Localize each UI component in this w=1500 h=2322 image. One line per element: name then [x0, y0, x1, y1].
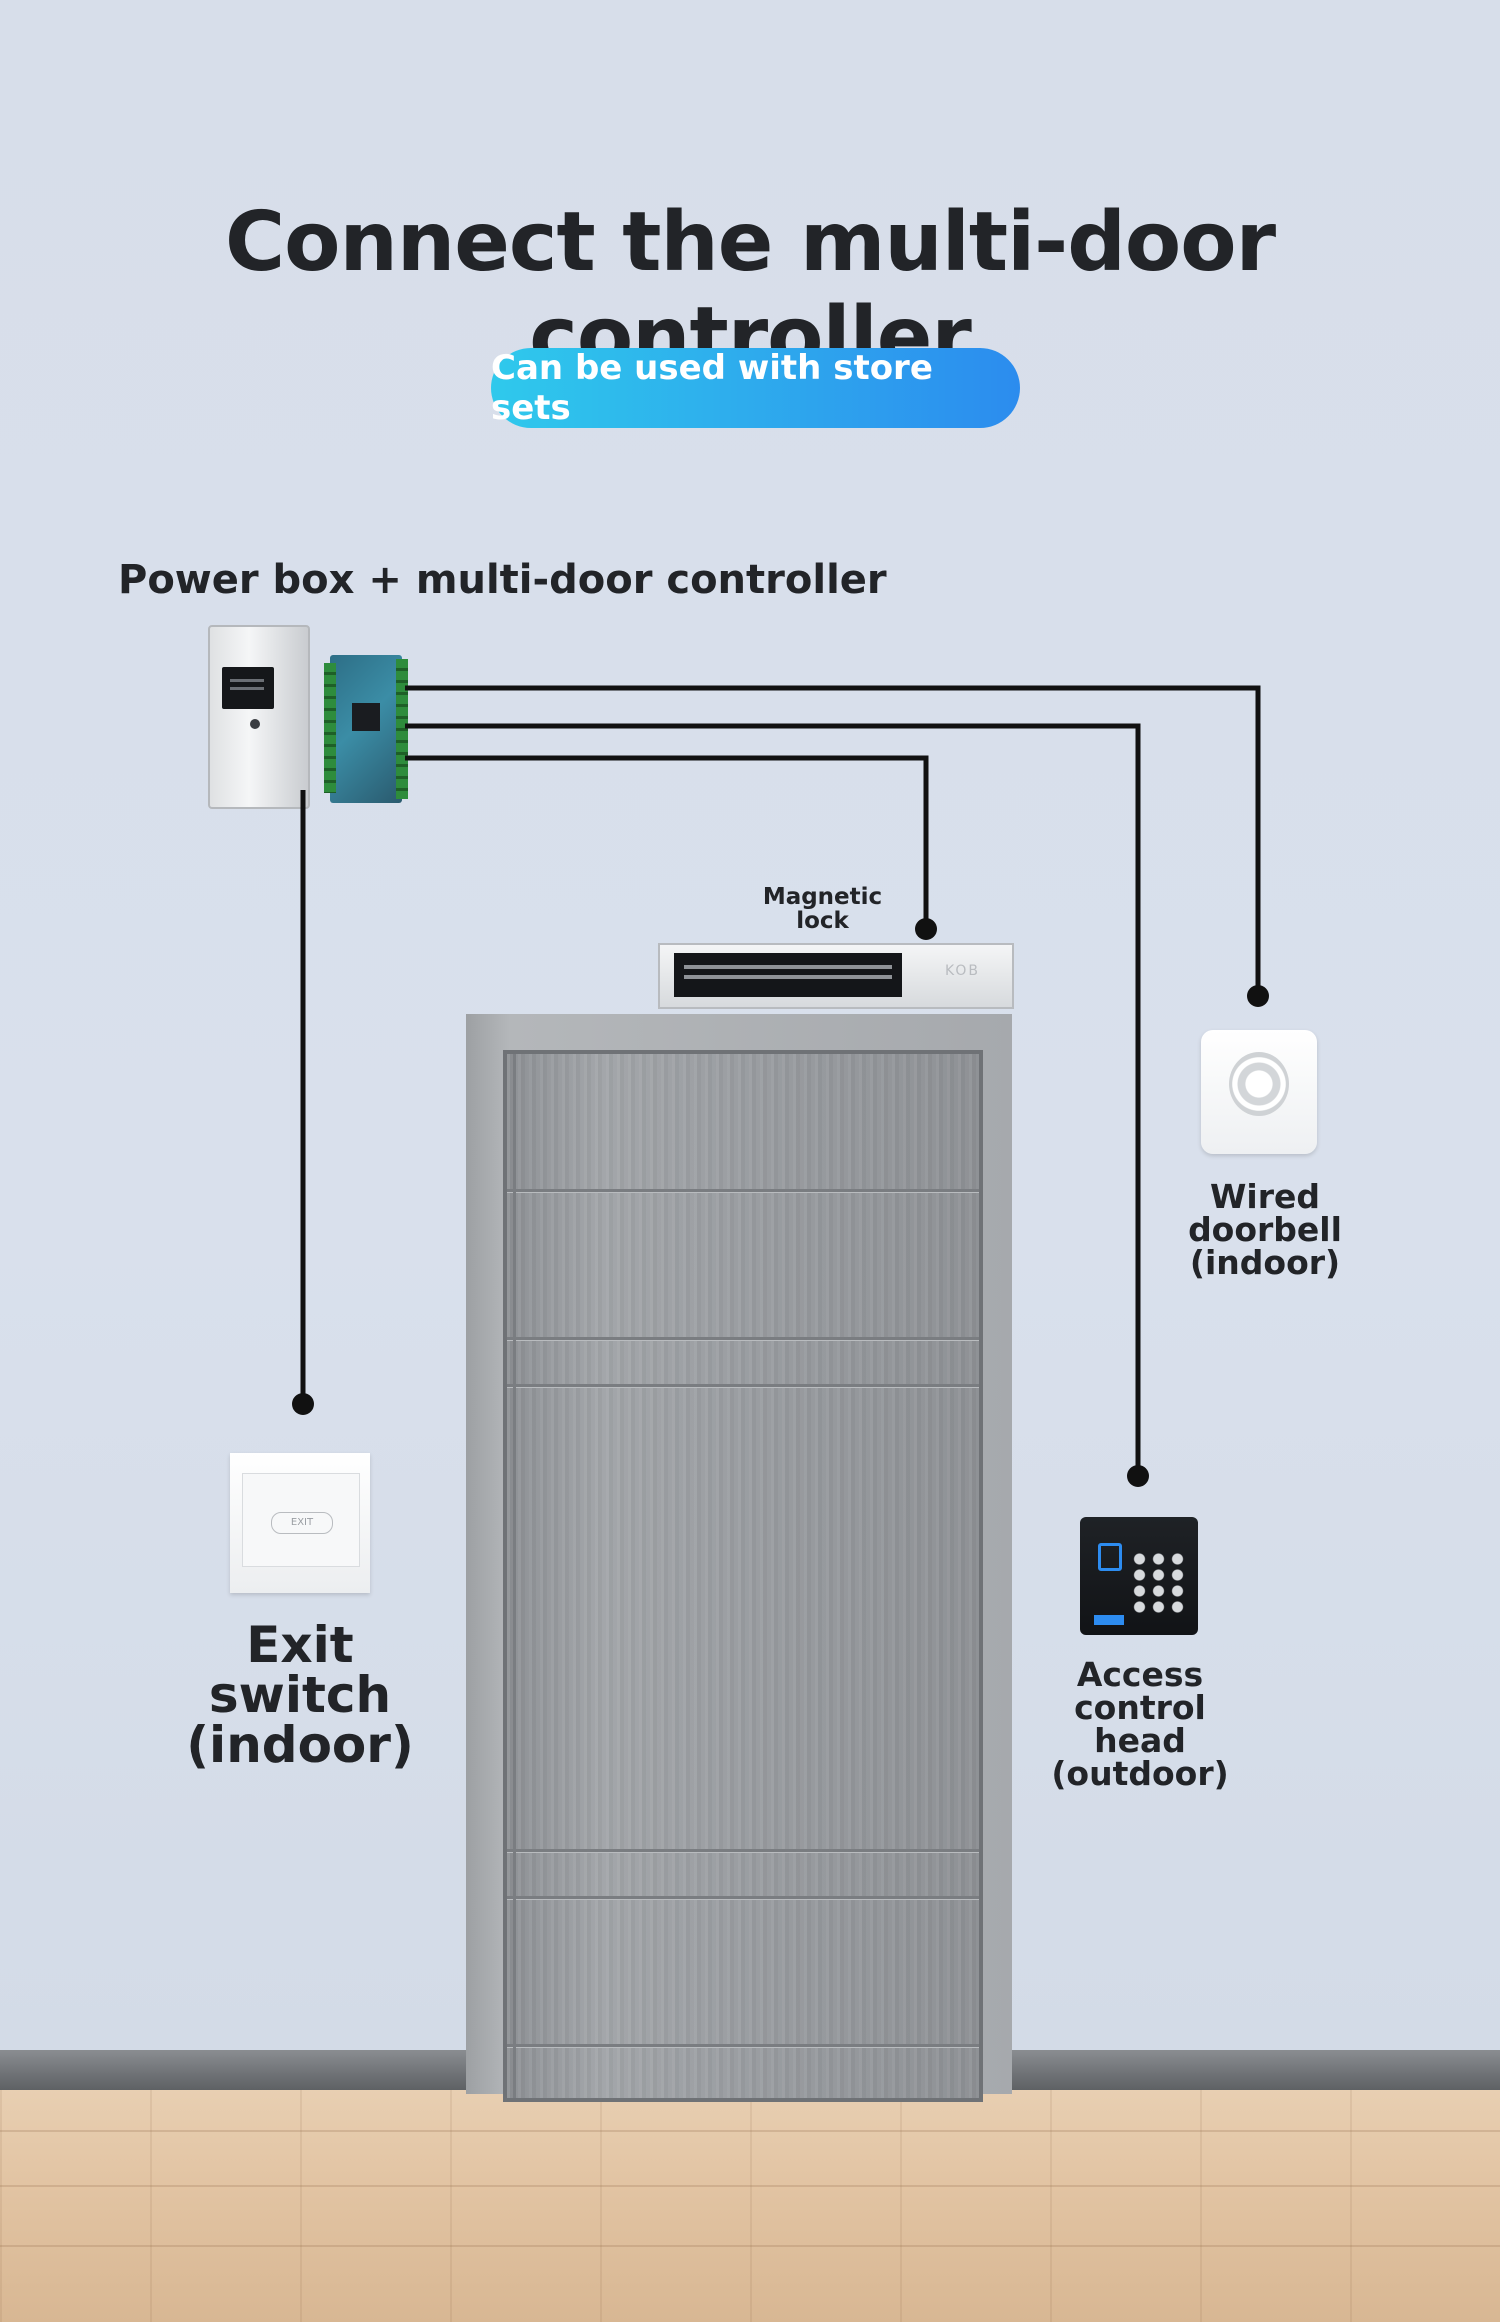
- wire-to-magnetic-lock: [405, 755, 929, 928]
- power-box-label: Power box + multi-door controller: [118, 557, 887, 603]
- exit-switch-label: Exit switch (indoor): [186, 1616, 414, 1774]
- wire-to-doorbell: [405, 685, 1261, 996]
- wood-floor: [0, 2090, 1500, 2322]
- magnetic-lock-label: Magnetic lock: [762, 884, 883, 935]
- wire-end-magnetic-lock: [915, 918, 937, 940]
- door: [503, 1050, 983, 2102]
- wired-doorbell-image: [1201, 1030, 1317, 1154]
- wire-end-doorbell: [1247, 985, 1269, 1007]
- wire-to-access-head: [405, 723, 1141, 1476]
- store-sets-badge: Can be used with store sets: [491, 348, 1020, 428]
- power-box-image: [208, 625, 310, 809]
- access-control-head-image: [1080, 1517, 1198, 1635]
- exit-switch-image: EXIT: [230, 1453, 370, 1593]
- magnetic-lock-brand-mark: KOB: [945, 963, 981, 979]
- wired-doorbell-label: Wired doorbell (indoor): [1188, 1177, 1342, 1282]
- multi-door-controller-image: [324, 655, 408, 803]
- access-control-head-label: Access control head (outdoor): [1051, 1655, 1229, 1793]
- wire-end-access-head: [1127, 1465, 1149, 1487]
- magnetic-lock-image: KOB: [658, 943, 1014, 1009]
- badge-label: Can be used with store sets: [491, 348, 933, 428]
- wire-end-exit-switch: [292, 1393, 314, 1415]
